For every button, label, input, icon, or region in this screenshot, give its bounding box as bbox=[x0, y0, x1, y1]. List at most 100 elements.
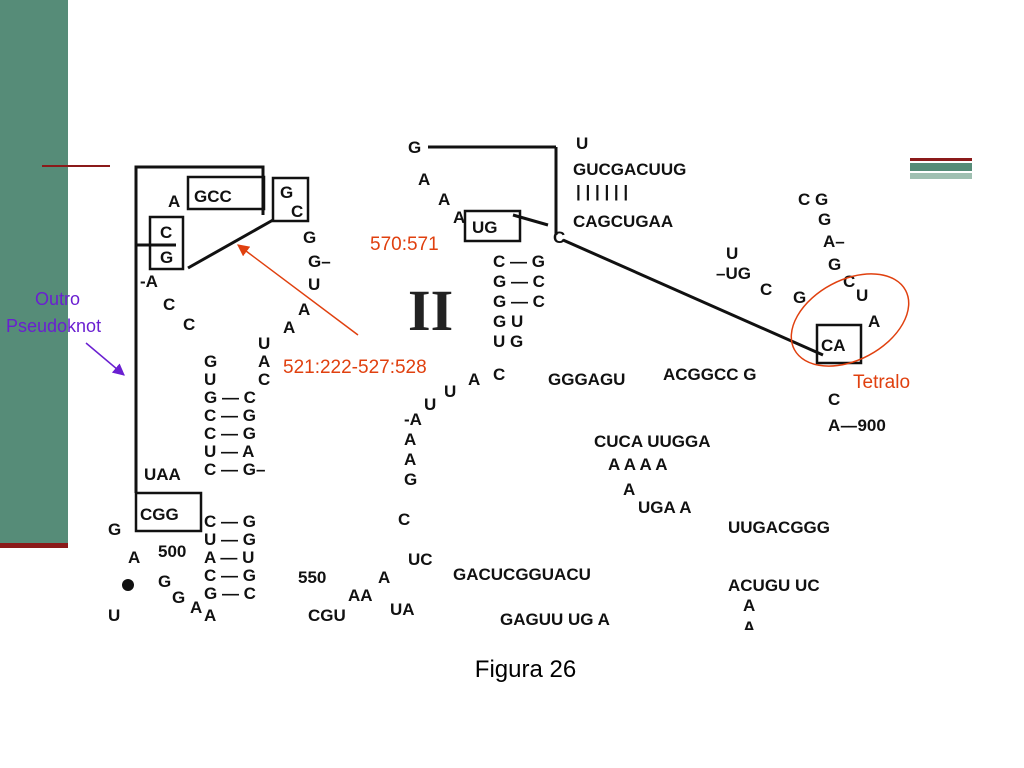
domain-label-ii: II bbox=[408, 278, 453, 343]
svg-text:UC: UC bbox=[408, 550, 433, 569]
svg-text:UAA: UAA bbox=[144, 465, 181, 484]
svg-text:G–: G– bbox=[308, 252, 331, 271]
svg-text:C: C bbox=[843, 272, 855, 291]
svg-text:C G: C G bbox=[798, 190, 828, 209]
svg-text:A A A A: A A A A bbox=[608, 455, 668, 474]
side-accent-underline bbox=[0, 543, 68, 548]
svg-text:U: U bbox=[856, 286, 868, 305]
svg-text:G — C: G — C bbox=[493, 292, 545, 311]
side-accent-bar bbox=[0, 0, 68, 545]
svg-text:A: A bbox=[378, 568, 390, 587]
svg-text:G: G bbox=[818, 210, 831, 229]
svg-text:C: C bbox=[828, 390, 840, 409]
svg-text:C — G: C — G bbox=[204, 566, 256, 585]
svg-text:-A: -A bbox=[140, 272, 158, 291]
svg-text:A: A bbox=[468, 370, 480, 389]
svg-text:U: U bbox=[204, 370, 216, 389]
nucleotide-boxes bbox=[134, 175, 863, 533]
svg-text:G: G bbox=[172, 588, 185, 607]
svg-text:GUCGACUUG: GUCGACUUG bbox=[573, 160, 686, 179]
svg-text:A: A bbox=[743, 618, 755, 630]
svg-text:CAGCUGAA: CAGCUGAA bbox=[573, 212, 673, 231]
boxed-c: C bbox=[291, 202, 303, 221]
outro-pseudoknot-annotation: Outro Pseudoknot bbox=[6, 289, 125, 376]
svg-text:A: A bbox=[404, 430, 416, 449]
svg-text:-A: -A bbox=[404, 410, 422, 429]
svg-text:U: U bbox=[108, 606, 120, 625]
annotation-tetraloop: Tetraloop bbox=[853, 372, 910, 393]
svg-text:U: U bbox=[726, 244, 738, 263]
boxed-ca: CA bbox=[821, 336, 846, 355]
svg-text:A: A bbox=[418, 170, 430, 189]
svg-text:A: A bbox=[168, 192, 180, 211]
svg-text:G — C: G — C bbox=[493, 272, 545, 291]
svg-text:U — G: U — G bbox=[204, 530, 256, 549]
svg-text:C: C bbox=[183, 315, 195, 334]
svg-text:A: A bbox=[298, 300, 310, 319]
svg-text:U: U bbox=[576, 135, 588, 153]
svg-text:G — C: G — C bbox=[204, 584, 256, 603]
svg-text:A: A bbox=[258, 352, 270, 371]
boxed-ug: UG bbox=[472, 218, 498, 237]
svg-text:U: U bbox=[258, 334, 270, 353]
svg-text:C: C bbox=[163, 295, 175, 314]
svg-text:C: C bbox=[553, 228, 565, 247]
accent-bars-right bbox=[910, 158, 972, 180]
pseudoknot-label: Pseudoknot bbox=[6, 316, 101, 336]
svg-text:G: G bbox=[204, 352, 217, 371]
svg-text:C — G–: C — G– bbox=[204, 460, 265, 479]
boxed-g: G bbox=[280, 183, 293, 202]
svg-text:C — G: C — G bbox=[493, 252, 545, 271]
svg-text:G: G bbox=[303, 228, 316, 247]
svg-text:U — A: U — A bbox=[204, 442, 254, 461]
svg-text:A: A bbox=[283, 318, 295, 337]
svg-text:A: A bbox=[453, 208, 465, 227]
svg-text:A: A bbox=[128, 548, 140, 567]
svg-text:A: A bbox=[868, 312, 880, 331]
svg-text:G: G bbox=[108, 520, 121, 539]
svg-text:G: G bbox=[408, 138, 421, 157]
boxed-c-upper: C bbox=[160, 223, 172, 242]
svg-text:A–: A– bbox=[823, 232, 845, 251]
svg-text:U G: U G bbox=[493, 332, 523, 351]
pseudoknot-connector-lines bbox=[134, 145, 824, 493]
svg-text:CGU: CGU bbox=[308, 606, 346, 625]
boxed-cgg: CGG bbox=[140, 505, 179, 524]
svg-text:A–: A– bbox=[828, 416, 850, 435]
svg-text:U: U bbox=[444, 382, 456, 401]
svg-text:GAGUU UG A: GAGUU UG A bbox=[500, 610, 610, 629]
rrna-secondary-structure-figure: GCC G C C G UG CGG CA II A G G– U A A -A… bbox=[108, 135, 910, 630]
svg-text:A: A bbox=[204, 606, 216, 625]
boxed-g-lower: G bbox=[160, 248, 173, 267]
svg-text:ACGGCC G: ACGGCC G bbox=[663, 365, 757, 384]
svg-text:G: G bbox=[404, 470, 417, 489]
svg-text:UA: UA bbox=[390, 600, 415, 619]
label-550: 550 bbox=[298, 568, 326, 587]
svg-text:G: G bbox=[828, 255, 841, 274]
svg-text:G — C: G — C bbox=[204, 388, 256, 407]
svg-text:GGGAGU: GGGAGU bbox=[548, 370, 625, 389]
svg-text:A: A bbox=[743, 596, 755, 615]
svg-text:G U: G U bbox=[493, 312, 523, 331]
svg-text:A: A bbox=[623, 480, 635, 499]
svg-text:A: A bbox=[404, 450, 416, 469]
nucleotide-sequence-art: A G G– U A A -A C C G U G — C C — G C — … bbox=[108, 135, 886, 630]
tetraloop-ellipse bbox=[790, 273, 910, 367]
svg-text:UUGACGGG: UUGACGGG bbox=[728, 518, 830, 537]
boxed-gcc: GCC bbox=[194, 187, 232, 206]
accent-rule-left bbox=[42, 165, 110, 167]
svg-text:U: U bbox=[424, 395, 436, 414]
svg-text:G: G bbox=[158, 572, 171, 591]
svg-text:C: C bbox=[493, 365, 505, 384]
svg-text:U: U bbox=[308, 275, 320, 294]
svg-text:GACUCGGUACU: GACUCGGUACU bbox=[453, 565, 591, 584]
svg-text:| | | | | |: | | | | | | bbox=[576, 182, 628, 201]
svg-text:G: G bbox=[793, 288, 806, 307]
svg-text:A — U: A — U bbox=[204, 548, 254, 567]
svg-text:CUCA UUGGA: CUCA UUGGA bbox=[594, 432, 710, 451]
svg-text:UGA A: UGA A bbox=[638, 498, 692, 517]
svg-text:A: A bbox=[190, 598, 202, 617]
label-900: –900 bbox=[848, 416, 886, 435]
outro-label: Outro bbox=[35, 289, 80, 309]
svg-text:AA: AA bbox=[348, 586, 373, 605]
